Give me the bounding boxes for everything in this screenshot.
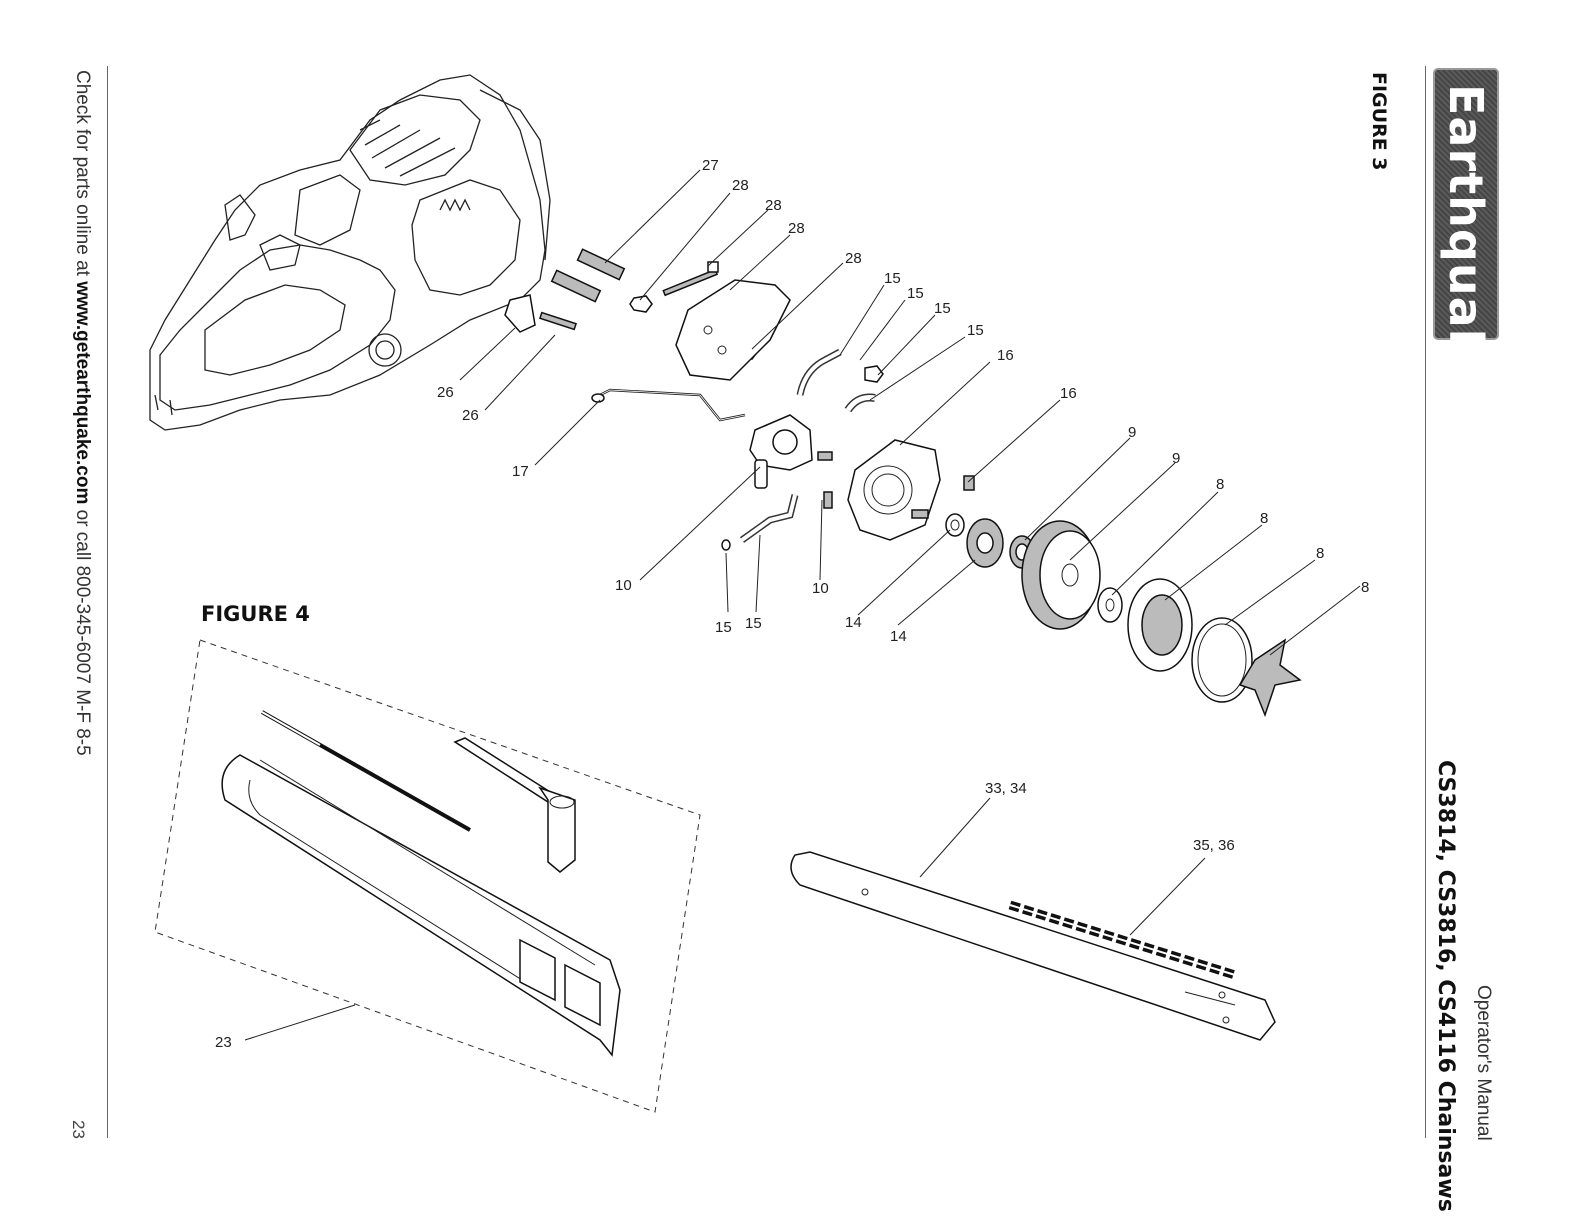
part-clutch-drum-9 <box>1022 521 1100 629</box>
callout-10: 10 <box>615 577 632 594</box>
callout-9: 9 <box>1172 450 1180 467</box>
callout-8: 8 <box>1361 579 1369 596</box>
callout-8: 8 <box>1216 476 1224 493</box>
callout-8: 8 <box>1260 510 1268 527</box>
callout-15: 15 <box>884 270 901 287</box>
callout-28: 28 <box>788 220 805 237</box>
callout-28: 28 <box>765 197 782 214</box>
part-bracket <box>505 295 535 332</box>
callout-labels: 27 28 28 28 28 26 26 15 15 15 15 16 16 1… <box>215 157 1369 1051</box>
part-clutch-spring-8 <box>1192 618 1252 702</box>
part-adjust-screw <box>663 262 718 295</box>
callout-17: 17 <box>512 463 529 480</box>
callout-8: 8 <box>1316 545 1324 562</box>
part-screw-26 <box>540 313 576 330</box>
part-oil-pump-10 <box>750 415 832 508</box>
callout-15: 15 <box>934 300 951 317</box>
callout-26: 26 <box>437 384 454 401</box>
part-bar-studs <box>552 249 625 301</box>
callout-27: 27 <box>702 157 719 174</box>
powerhead-body <box>150 75 550 430</box>
callout-10: 10 <box>812 580 829 597</box>
part-clutch-shoes-8 <box>1128 579 1192 671</box>
callout-23: 23 <box>215 1034 232 1051</box>
callout-9: 9 <box>1128 424 1136 441</box>
part-oil-line-17 <box>592 390 745 420</box>
part-washer-8 <box>1098 588 1122 622</box>
callout-15: 15 <box>907 285 924 302</box>
part-scrench <box>455 738 575 872</box>
callout-16: 16 <box>997 347 1014 364</box>
callout-15: 15 <box>967 322 984 339</box>
callout-14: 14 <box>890 628 907 645</box>
callout-35-36: 35, 36 <box>1193 837 1235 854</box>
callout-28: 28 <box>845 250 862 267</box>
part-chain-guide-plate <box>676 280 790 380</box>
part-guide-bar-33-34 <box>791 852 1275 1040</box>
callout-26: 26 <box>462 407 479 424</box>
callout-14: 14 <box>845 614 862 631</box>
callout-15: 15 <box>715 619 732 636</box>
callout-28: 28 <box>732 177 749 194</box>
callout-16: 16 <box>1060 385 1077 402</box>
part-washer-14 <box>946 514 964 536</box>
part-sprocket-14 <box>967 519 1003 567</box>
callout-15: 15 <box>745 615 762 632</box>
callout-33-34: 33, 34 <box>985 780 1027 797</box>
